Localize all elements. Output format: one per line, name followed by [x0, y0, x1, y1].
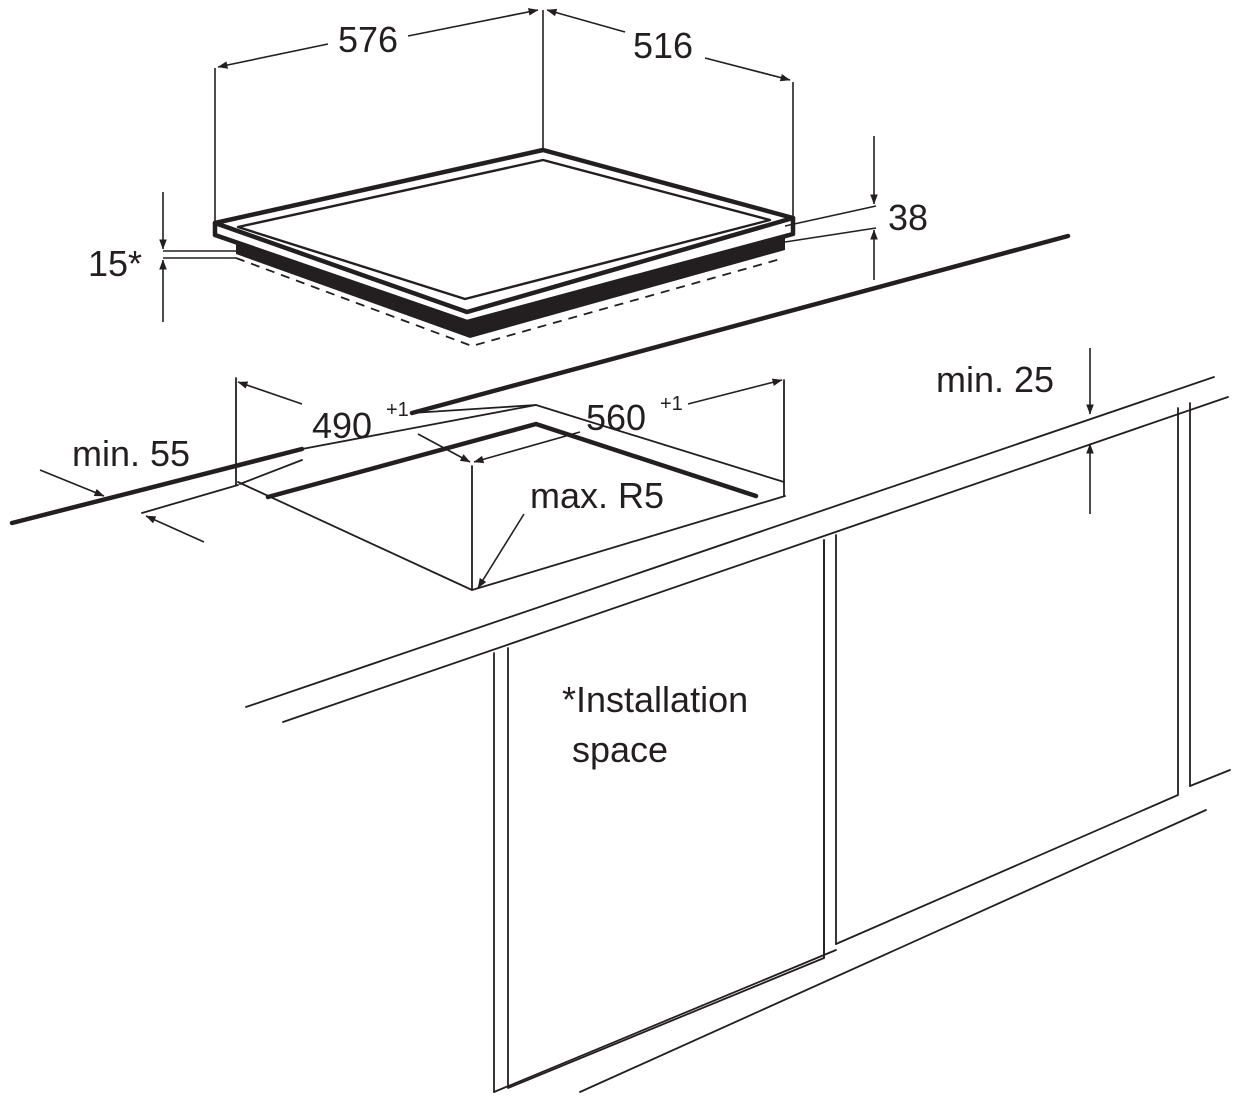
- cutout-back-edge: [265, 421, 759, 500]
- dim-576-line: [217, 43, 329, 69]
- cabinet-right-panel: [835, 407, 1179, 945]
- dim-560-label: 560: [586, 397, 646, 438]
- dim-15-label: 15*: [88, 243, 142, 284]
- dim-r5-label: max. R5: [530, 475, 664, 516]
- hob: [212, 147, 796, 347]
- dim-490-line: [237, 381, 303, 405]
- cutout-dimensions: 490 +1 560 +1 min. 55 max. R5 min. 25: [39, 348, 1094, 589]
- dim-490-label: 490: [312, 405, 372, 446]
- dim-min55-label: min. 55: [72, 433, 190, 474]
- dim-r5-arrow: [477, 513, 525, 589]
- note-line-1: *Installation: [562, 679, 748, 720]
- dim-min55-arrow-2: [145, 515, 205, 543]
- countertop-back-edge: [409, 233, 1071, 416]
- hob-countertop-level: [235, 257, 785, 347]
- dim-min55-arrow-1: [39, 469, 105, 497]
- dim-490-tolerance: +1: [386, 399, 409, 421]
- dim-560-tolerance: +1: [660, 393, 683, 415]
- cutout: [235, 377, 786, 591]
- dim-min25-label: min. 25: [936, 359, 1054, 400]
- dim-38-label: 38: [888, 197, 928, 238]
- countertop-front-edge-bottom: [282, 396, 1229, 723]
- countertop-left-front-edge: [141, 484, 239, 514]
- note-line-2: space: [572, 729, 668, 770]
- hob-front-edge: [212, 215, 796, 325]
- dim-516-line: [546, 8, 626, 33]
- countertop-left-edge: [9, 446, 305, 526]
- cutout-outline: [237, 481, 786, 591]
- cabinet: [493, 402, 1231, 1093]
- hob-glass-inner-frame: [236, 158, 772, 301]
- dim-576-label: 576: [338, 19, 398, 60]
- countertop: [9, 233, 1229, 723]
- countertop-front-edge-top: [245, 376, 1215, 708]
- installation-space-note: *Installation space: [562, 679, 748, 770]
- hob-dimensions: 576 516 38 15*: [88, 8, 928, 322]
- dim-516-label: 516: [633, 25, 693, 66]
- hob-body: [236, 238, 785, 338]
- dim-560-line: [473, 431, 581, 464]
